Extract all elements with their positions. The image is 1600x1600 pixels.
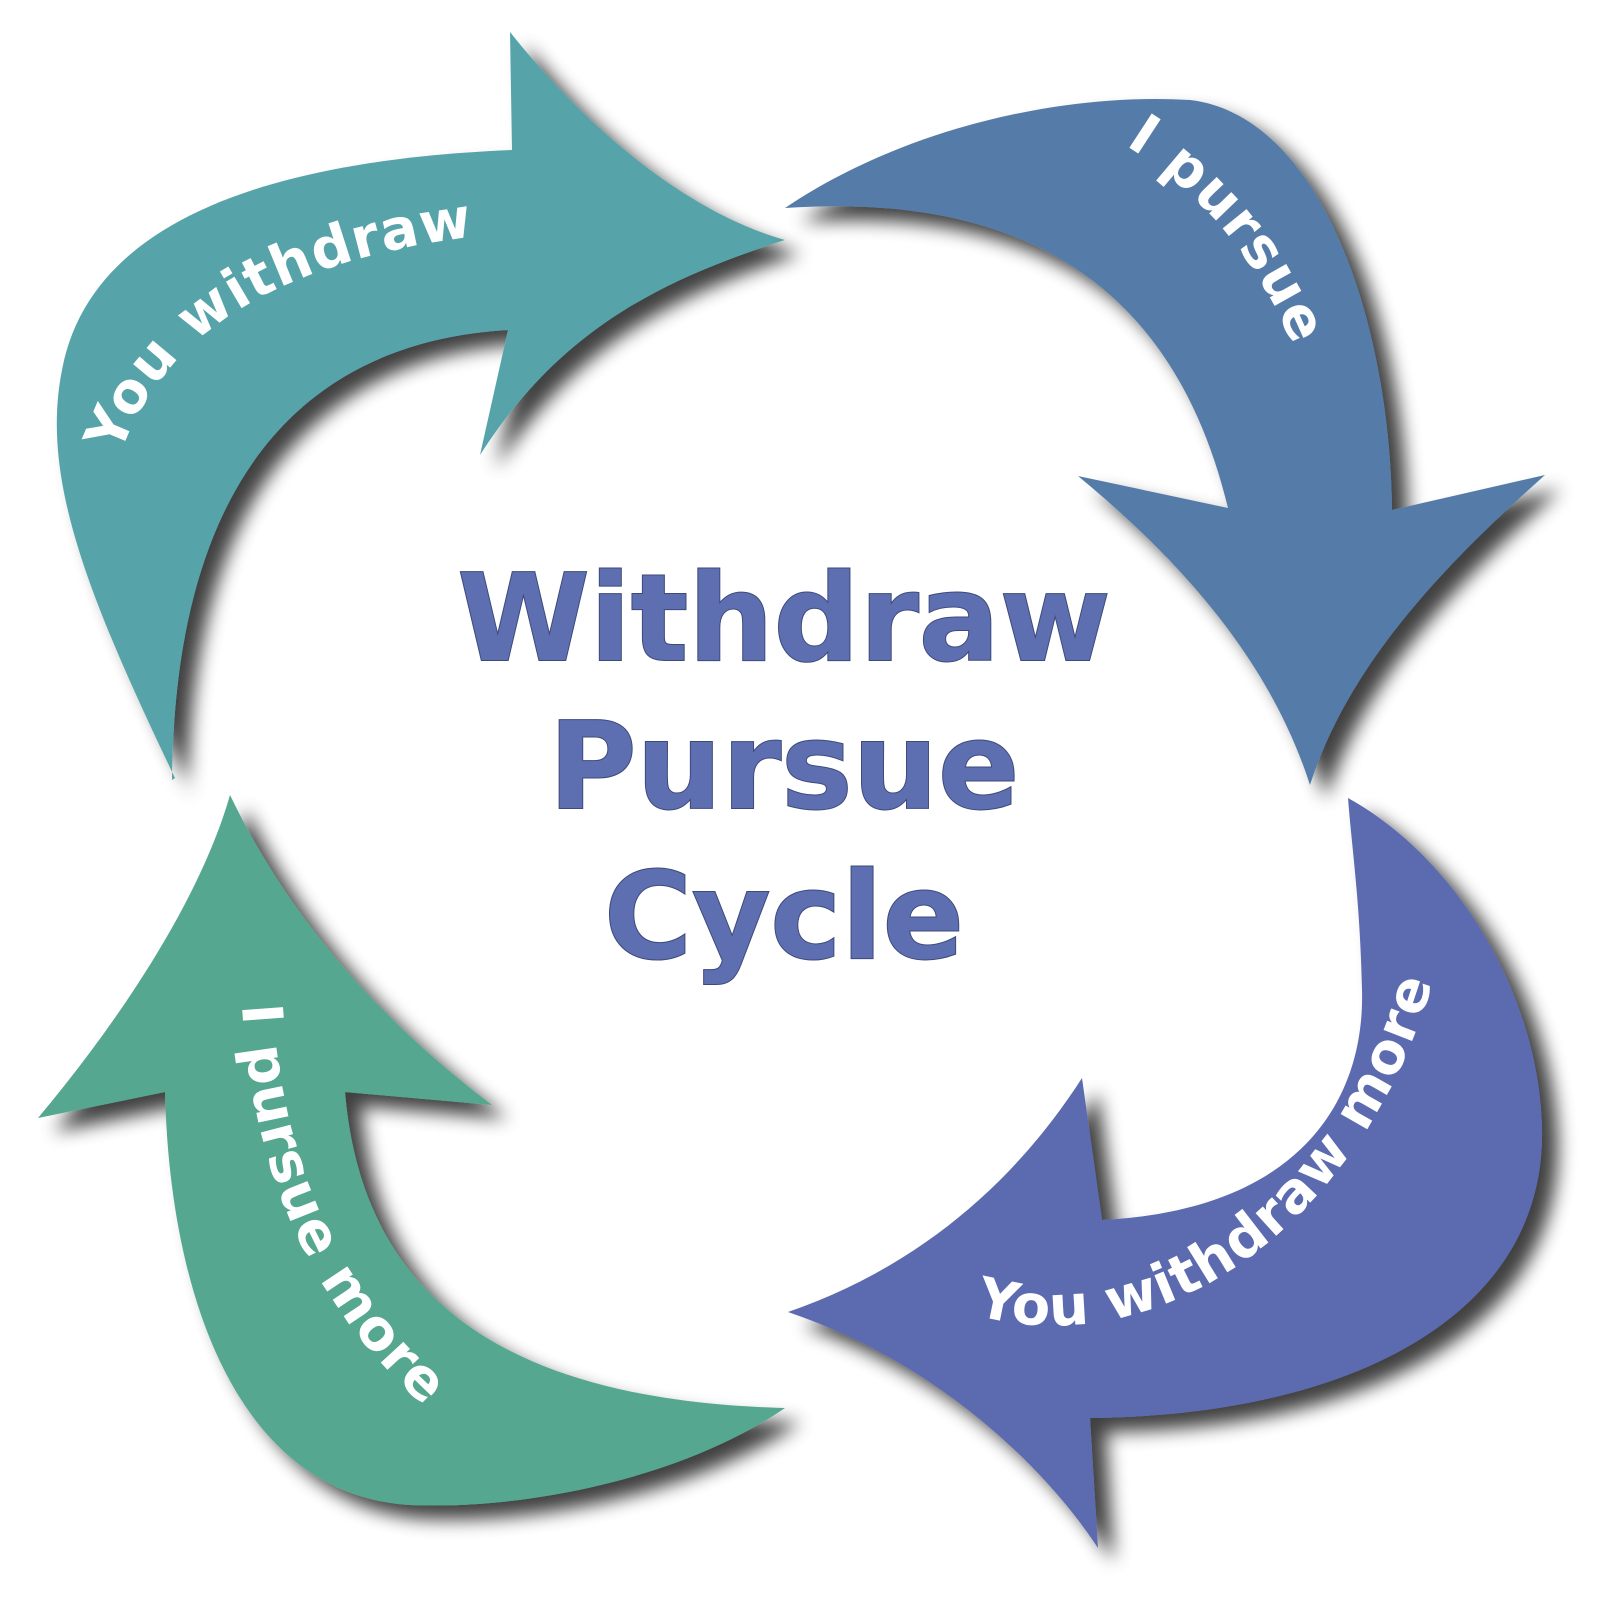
arrow-i-pursue-shape <box>785 98 1545 786</box>
center-title-line-2: Pursue <box>549 698 1020 837</box>
arrow-i-pursue-more-shape <box>38 795 785 1506</box>
arrow-you-withdraw-shape <box>56 32 786 780</box>
center-title-line-1: Withdraw <box>457 550 1110 689</box>
arrow-you-withdraw-more-shape <box>788 798 1543 1548</box>
center-title: Withdraw Pursue Cycle <box>456 549 1111 988</box>
center-title-line-3: Cycle <box>604 848 964 987</box>
